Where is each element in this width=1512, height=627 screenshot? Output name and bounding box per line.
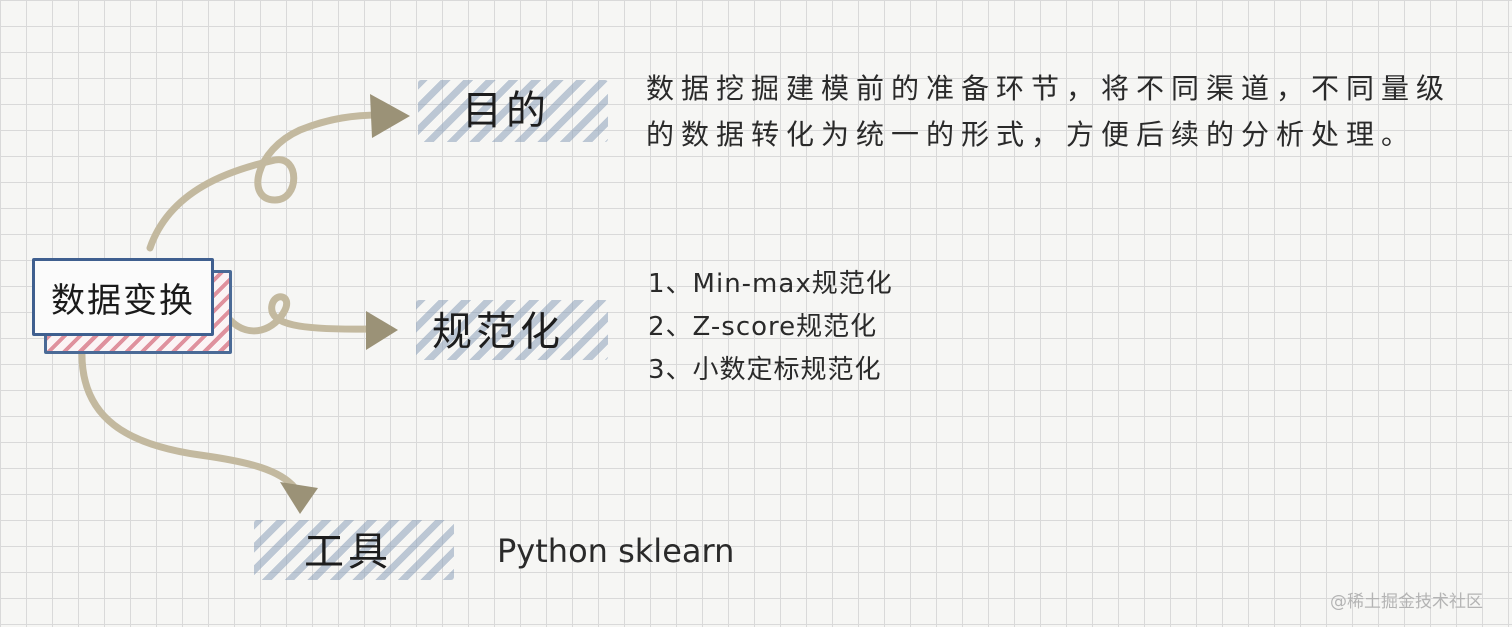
tools-label-highlight (254, 520, 454, 580)
purpose-description: 数据挖掘建模前的准备环节，将不同渠道，不同量级 的数据转化为统一的形式，方便后续… (646, 66, 1451, 158)
normalization-method-list: 1、Min-max规范化 2、Z-score规范化 3、小数定标规范化 (648, 263, 893, 392)
watermark: @稀土掘金技术社区 (1330, 592, 1483, 612)
purpose-label: 目的 (462, 88, 550, 134)
arrow-to-purpose (146, 111, 384, 252)
tools-label: 工具 (304, 529, 392, 575)
arrowhead-tools (280, 482, 318, 514)
list-item: 1、Min-max规范化 (648, 269, 893, 299)
normalization-label-highlight (416, 300, 608, 360)
arrow-to-normalization (226, 293, 374, 335)
root-node[interactable]: 数据变换 (32, 258, 214, 336)
tools-detail: Python sklearn (497, 532, 735, 570)
purpose-description-line: 的数据转化为统一的形式，方便后续的分析处理。 (646, 118, 1417, 151)
root-node-label: 数据变换 (51, 280, 195, 321)
purpose-label-highlight (418, 80, 608, 142)
list-item: 2、Z-score规范化 (648, 312, 878, 342)
purpose-description-line: 数据挖掘建模前的准备环节，将不同渠道，不同量级 (646, 72, 1452, 105)
arrowhead-normalization (366, 311, 398, 350)
normalization-label: 规范化 (432, 309, 564, 355)
arrowhead-purpose (370, 94, 410, 138)
list-item: 3、小数定标规范化 (648, 355, 882, 385)
arrow-to-tools (78, 346, 299, 492)
